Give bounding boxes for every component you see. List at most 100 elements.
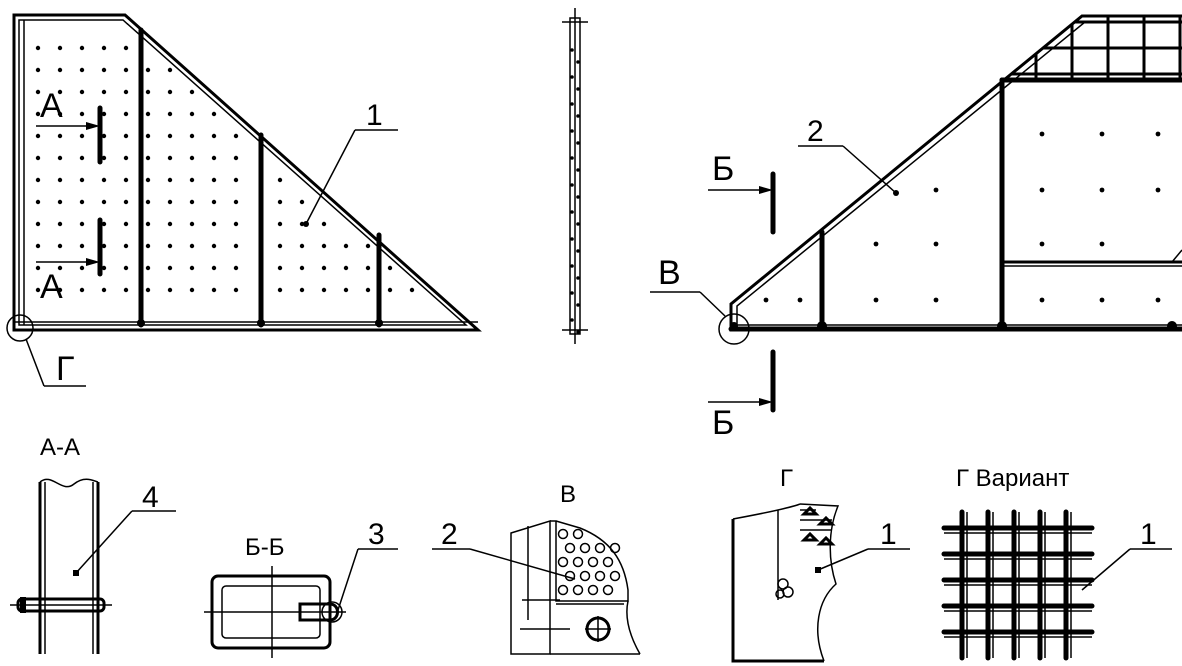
perforation-dot [211, 111, 217, 117]
perforation-dot [123, 155, 129, 161]
perforation-dot [123, 67, 129, 73]
perforation-dot [167, 199, 173, 205]
perforation-dot [79, 111, 85, 117]
right-panel-perforation [763, 131, 1161, 303]
perforation-dot [123, 177, 129, 183]
perforation-hole [609, 570, 621, 582]
perforation-dot [233, 287, 239, 293]
perforation-hole [579, 570, 591, 582]
perforation-hole [579, 542, 591, 554]
section-mark-a-bottom: А [36, 217, 103, 306]
perforation-dot [35, 199, 41, 205]
perforation-hole [594, 570, 606, 582]
leader-position-2-detail: 2 [432, 518, 576, 580]
detail-g-variant: Г Вариант 1 [941, 465, 1172, 661]
side-dot [576, 330, 580, 334]
perforation-dot [321, 243, 327, 249]
perforation-dot [189, 287, 195, 293]
perforation-dot [277, 199, 283, 205]
detail-aa: А-А 4 [10, 434, 176, 654]
perforation-hole [602, 584, 614, 596]
right-panel-view: Б Б 2 В [650, 14, 1182, 442]
side-dot [576, 222, 580, 226]
detail-v: В 2 [432, 481, 641, 655]
position-label-2-detail: 2 [441, 518, 458, 551]
perforation-hole [602, 556, 614, 568]
position-label-4: 4 [142, 481, 159, 514]
side-dot [576, 195, 580, 199]
perforation-dot [167, 155, 173, 161]
perforation-dot [933, 297, 939, 303]
detail-letter-v: В [658, 254, 681, 292]
perforation-dot [35, 133, 41, 139]
perforation-dot [79, 243, 85, 249]
perforation-dot [1039, 187, 1045, 193]
perforation-dot [35, 45, 41, 51]
rib-weld-3 [375, 319, 383, 327]
perforation-dot [79, 221, 85, 227]
perforation-dot [299, 221, 305, 227]
perforation-dot [167, 133, 173, 139]
perforation-dot [1099, 241, 1105, 247]
perforation-hole [557, 556, 569, 568]
detail-v-perforation [557, 528, 621, 596]
perforation-dot [189, 177, 195, 183]
perforation-dot [145, 221, 151, 227]
side-dot [576, 276, 580, 280]
side-profile-perforation [570, 48, 580, 334]
perforation-dot [365, 287, 371, 293]
perforation-dot [101, 221, 107, 227]
perforation-dot [321, 265, 327, 271]
perforation-dot [101, 243, 107, 249]
position-label-1-detail-variant: 1 [1140, 518, 1157, 551]
perforation-dot [1155, 297, 1161, 303]
perforation-dot [57, 45, 63, 51]
side-dot [570, 48, 574, 52]
perforation-dot [233, 155, 239, 161]
side-dot [570, 129, 574, 133]
section-letter-a-top: А [40, 87, 63, 125]
perforation-dot [211, 155, 217, 161]
position-label-1-detail-g: 1 [880, 518, 897, 551]
perforation-dot [79, 89, 85, 95]
side-dot [570, 291, 574, 295]
right-panel-inner-outline [736, 21, 1182, 326]
detail-aa-title: А-А [40, 434, 80, 461]
side-dot [570, 156, 574, 160]
perforation-hole [587, 584, 599, 596]
perforation-dot [79, 265, 85, 271]
perforation-dot [233, 199, 239, 205]
perforation-dot [101, 155, 107, 161]
side-dot [576, 114, 580, 118]
perforation-dot [35, 111, 41, 117]
side-dot [576, 168, 580, 172]
perforation-dot [145, 243, 151, 249]
perforation-hole [572, 528, 584, 540]
section-letter-a-bottom: А [40, 268, 63, 306]
side-dot [570, 183, 574, 187]
perforation-hole [557, 584, 569, 596]
section-letter-b-bottom: Б [712, 404, 734, 442]
perforation-dot [145, 67, 151, 73]
leader-position-1-detail-variant: 1 [1081, 518, 1172, 591]
right-panel-outline [729, 14, 1182, 332]
side-dot [576, 303, 580, 307]
perforation-dot [145, 287, 151, 293]
perforation-dot [1155, 187, 1161, 193]
perforation-dot [233, 265, 239, 271]
perforation-dot [233, 243, 239, 249]
perforation-dot [79, 133, 85, 139]
perforation-dot [57, 155, 63, 161]
detail-letter-g: Г [56, 350, 74, 388]
perforation-dot [189, 199, 195, 205]
perforation-dot [1099, 297, 1105, 303]
side-dot [570, 237, 574, 241]
perforation-dot [277, 287, 283, 293]
side-dot [570, 318, 574, 322]
side-dot [570, 210, 574, 214]
perforation-dot [145, 177, 151, 183]
perforation-dot [321, 221, 327, 227]
perforation-dot [57, 265, 63, 271]
perforation-dot [145, 199, 151, 205]
position-label-2: 2 [807, 115, 824, 148]
